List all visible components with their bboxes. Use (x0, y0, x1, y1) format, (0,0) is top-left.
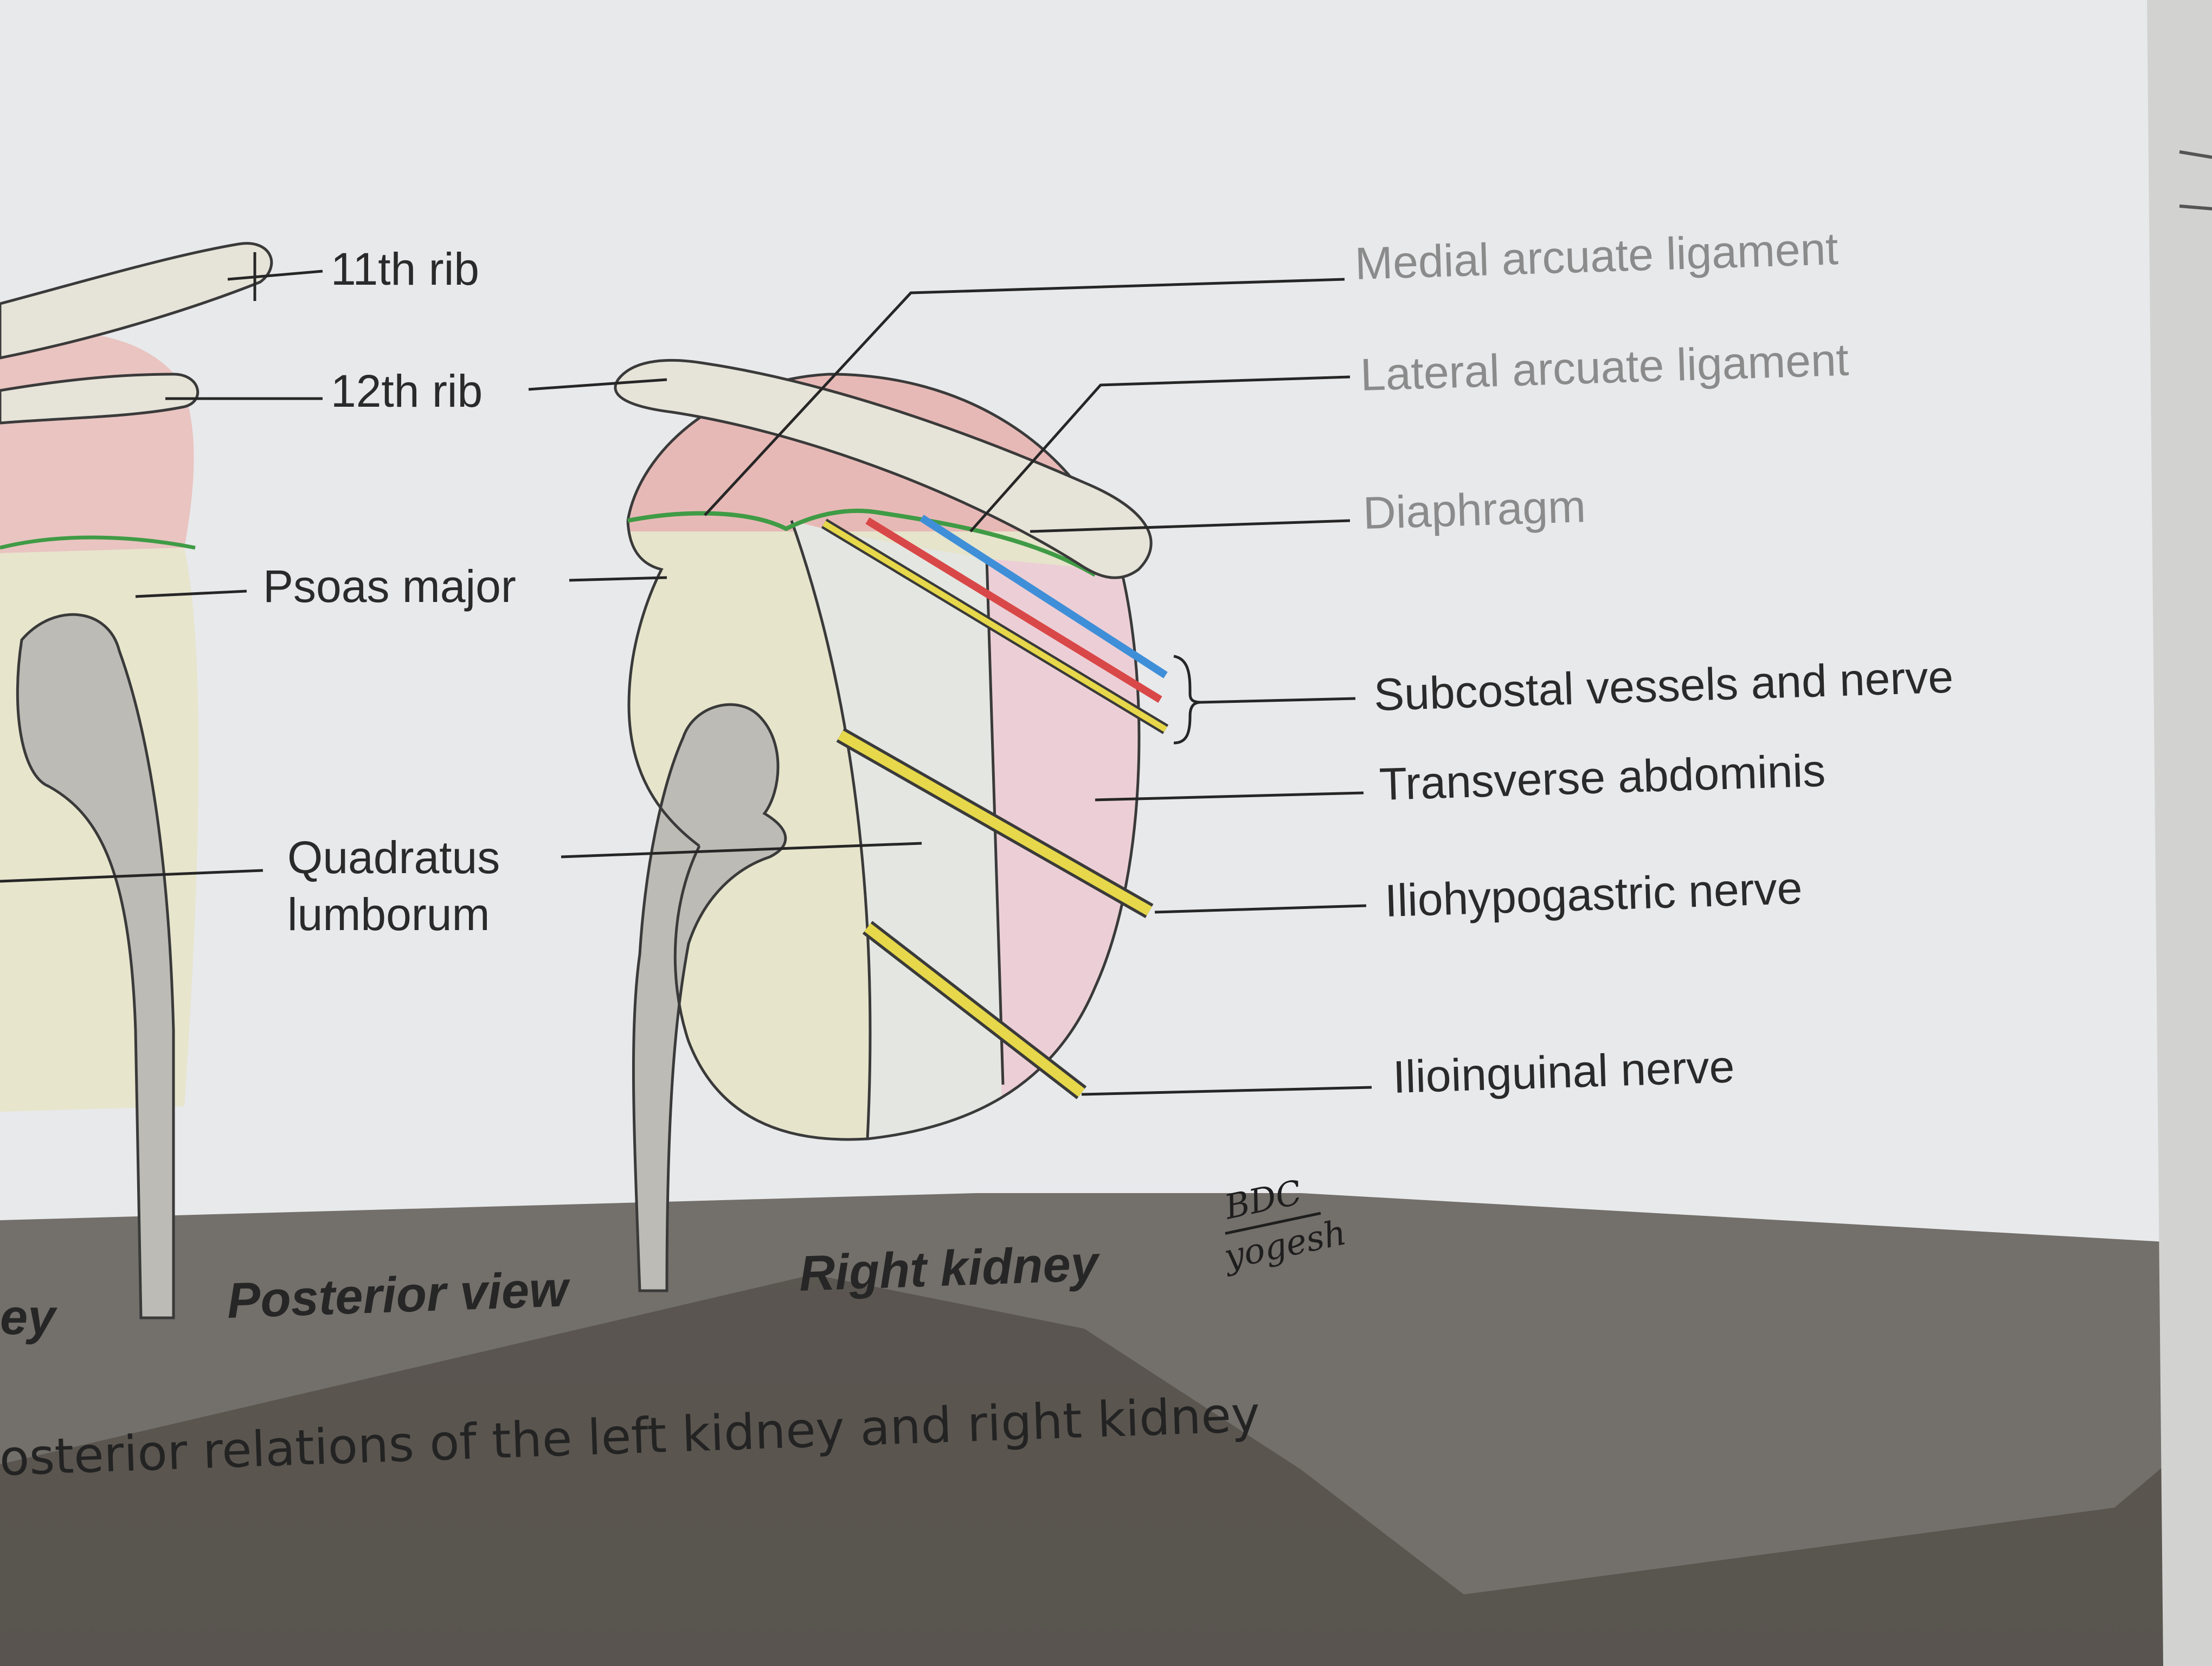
leader-quadratus-left (0, 869, 263, 883)
left-green-line (0, 535, 196, 550)
rib-12 (614, 358, 1153, 579)
diaphragm-green-line (627, 508, 1097, 577)
label-psoas-major: Psoas major (263, 561, 516, 612)
subcostal-nerve-fill (822, 521, 1167, 732)
subcostal-vein (919, 515, 1168, 678)
leader-subcostal (1200, 697, 1356, 704)
label-diaphragm: Diaphragm (1362, 480, 1587, 539)
left-vertebra (16, 613, 175, 1319)
leader-psoas-right (569, 576, 667, 582)
ilioinguinal-nerve-fill (864, 923, 1085, 1097)
subtitle-left-partial: ey (0, 1290, 57, 1345)
left-rib-12 (0, 373, 200, 425)
label-12th-rib: 12th rib (331, 366, 483, 416)
leader-iliohypogastric (1154, 904, 1367, 914)
leader-psoas-left (135, 589, 247, 598)
iliohypogastric-nerve-fill (838, 730, 1152, 916)
leader-lateral-arcuate (969, 375, 1351, 533)
left-kidney-partial (0, 242, 273, 1319)
subtitle-posterior-view: Posterior view (226, 1261, 572, 1329)
leader-lines (0, 252, 1372, 1096)
leader-ilioinguinal (1081, 1086, 1372, 1096)
label-ilioinguinal: Ilioinguinal nerve (1392, 1041, 1735, 1103)
shadow-edge (0, 1193, 2166, 1666)
subcostal-brace (1173, 655, 1201, 745)
page-edge-right (2147, 0, 2212, 1666)
page-edge-mark (2179, 204, 2212, 210)
page-edge-mark (2179, 150, 2212, 159)
leader-medial-arcuate (704, 278, 1345, 516)
label-quadratus-1: Quadratus (287, 832, 500, 883)
label-11th-rib: 11th rib (331, 244, 479, 294)
subcostal-artery (865, 517, 1162, 703)
leader-transverse (1095, 791, 1364, 802)
leader-diaphragm (1030, 519, 1351, 533)
left-rib-11 (0, 242, 273, 360)
label-quadratus-2: lumborum (287, 889, 490, 940)
subtitle-right-kidney: Right kidney (798, 1236, 1101, 1302)
leader-rib11 (227, 270, 323, 281)
leader-quadratus-right (561, 842, 922, 858)
left-diaphragm (0, 331, 194, 553)
handwritten-underline (1225, 1212, 1321, 1235)
quadratus-border (790, 520, 872, 1139)
leader-rib12-right (528, 378, 667, 391)
psoas-outline (626, 520, 700, 847)
